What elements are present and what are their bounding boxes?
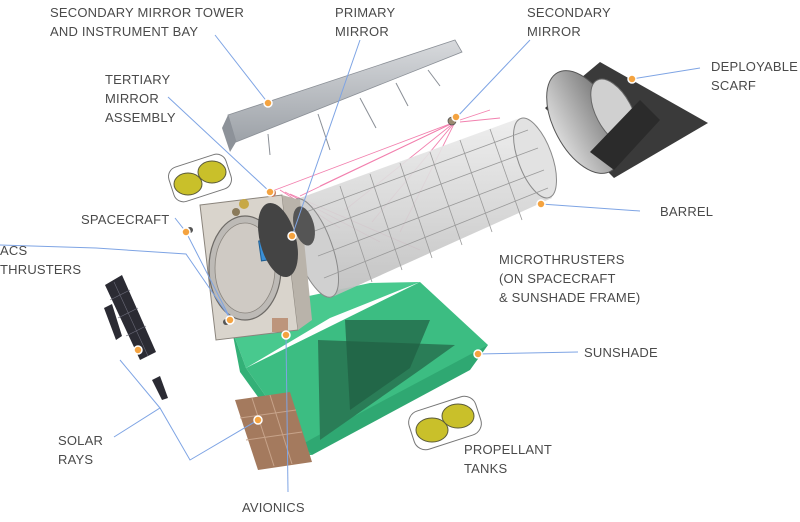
upper-tanks	[168, 153, 232, 203]
avionics-plate	[235, 392, 312, 470]
leader-lines	[0, 34, 701, 493]
secondary-mirror-tower	[222, 39, 463, 156]
label-tertiary-mirror-assembly: TERTIARY MIRROR ASSEMBLY	[105, 72, 176, 125]
label-sunshade: SUNSHADE	[584, 345, 658, 360]
sunshade	[232, 282, 488, 455]
spacecraft	[187, 189, 315, 341]
label-solar-rays: SOLAR RAYS	[58, 433, 104, 467]
label-microthrusters: MICROTHRUSTERS (ON SPACECRAFT & SUNSHADE…	[499, 252, 641, 305]
label-avionics: AVIONICS	[242, 500, 305, 515]
label-propellant-tanks: PROPELLANT TANKS	[464, 442, 552, 476]
label-deployable-scarf: DEPLOYABLE SCARF	[711, 59, 799, 93]
label-barrel: BARREL	[660, 204, 714, 219]
label-acs-thrusters: ACS THRUSTERS	[0, 243, 82, 277]
label-primary-mirror: PRIMARY MIRROR	[335, 5, 396, 39]
label-spacecraft: SPACECRAFT	[81, 212, 170, 227]
solar-panels	[104, 275, 168, 400]
label-secondary-mirror-tower: SECONDARY MIRROR TOWER AND INSTRUMENT BA…	[50, 5, 245, 39]
deployable-scarf	[545, 62, 708, 178]
propellant-tanks	[408, 395, 482, 451]
leader-dots	[133, 74, 637, 425]
label-secondary-mirror: SECONDARY MIRROR	[527, 5, 611, 39]
